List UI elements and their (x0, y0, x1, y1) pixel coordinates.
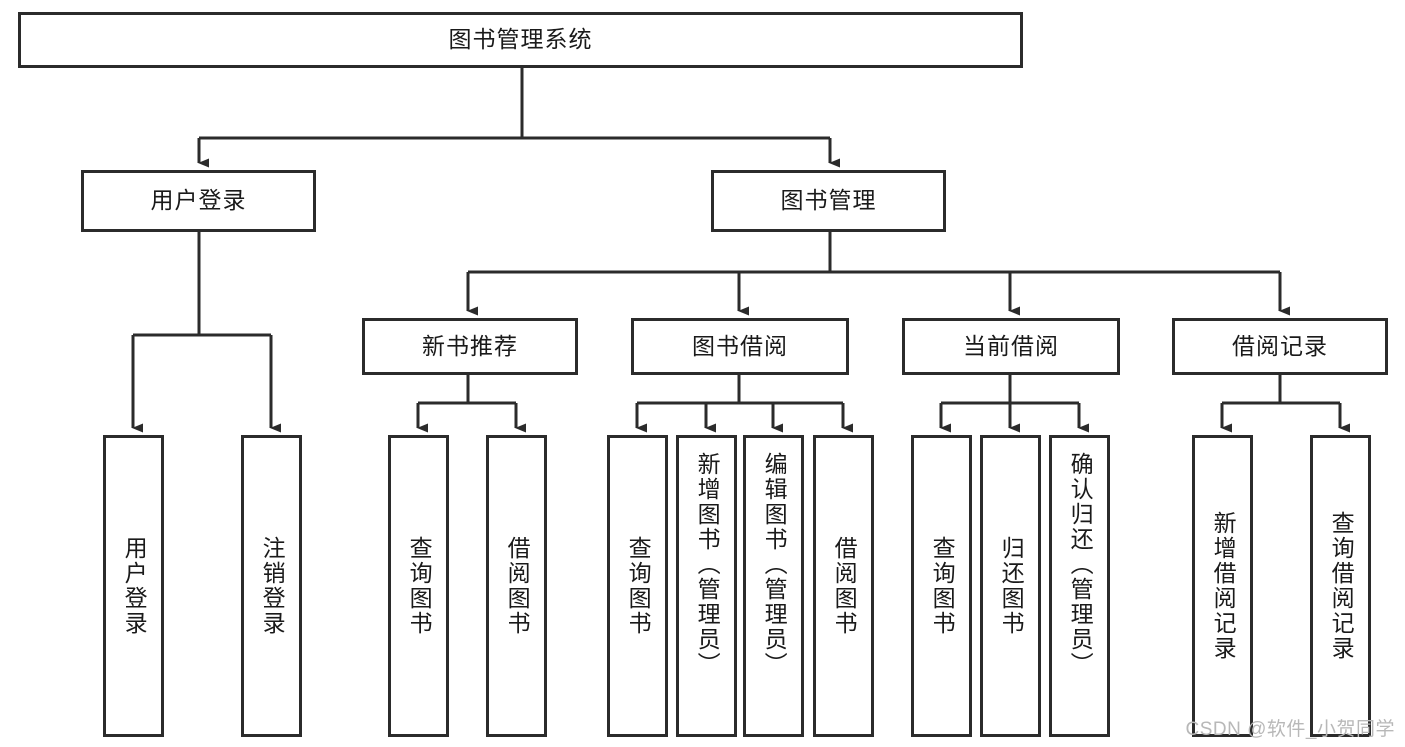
node-leaf-add-record-label: 新增借阅记录 (1210, 511, 1237, 661)
node-leaf-confirm-return-label: 确认归还（管理员） (1067, 452, 1094, 677)
node-leaf-borrow-book-1-label: 借阅图书 (504, 536, 531, 636)
node-leaf-edit-book-label: 编辑图书（管理员） (761, 452, 788, 677)
node-leaf-user-login-label: 用户登录 (121, 536, 148, 636)
node-current-borrow[interactable]: 当前借阅 (902, 318, 1120, 375)
node-leaf-query-book-2-label: 查询图书 (625, 536, 652, 636)
node-leaf-user-login[interactable]: 用户登录 (103, 435, 164, 737)
node-book-management[interactable]: 图书管理 (711, 170, 946, 232)
node-leaf-return-book-label: 归还图书 (998, 536, 1025, 636)
node-new-book-recommend-label: 新书推荐 (422, 332, 518, 359)
node-borrow-record[interactable]: 借阅记录 (1172, 318, 1388, 375)
node-leaf-query-book-1[interactable]: 查询图书 (388, 435, 449, 737)
node-leaf-edit-book[interactable]: 编辑图书（管理员） (743, 435, 804, 737)
node-leaf-query-book-3-label: 查询图书 (929, 536, 956, 636)
node-leaf-query-book-2[interactable]: 查询图书 (607, 435, 668, 737)
node-leaf-add-book[interactable]: 新增图书（管理员） (676, 435, 737, 737)
node-user-login[interactable]: 用户登录 (81, 170, 316, 232)
node-leaf-add-record[interactable]: 新增借阅记录 (1192, 435, 1253, 737)
node-current-borrow-label: 当前借阅 (963, 332, 1059, 359)
node-leaf-return-book[interactable]: 归还图书 (980, 435, 1041, 737)
node-leaf-logout-label: 注销登录 (259, 536, 286, 636)
node-leaf-borrow-book-2-label: 借阅图书 (831, 536, 858, 636)
csdn-watermark: CSDN @软件_小贺同学 (1185, 719, 1395, 740)
node-leaf-query-record[interactable]: 查询借阅记录 (1310, 435, 1371, 737)
node-book-management-label: 图书管理 (780, 187, 877, 214)
node-borrow-record-label: 借阅记录 (1232, 332, 1328, 359)
node-leaf-logout[interactable]: 注销登录 (241, 435, 302, 737)
node-leaf-query-book-3[interactable]: 查询图书 (911, 435, 972, 737)
node-new-book-recommend[interactable]: 新书推荐 (362, 318, 578, 375)
node-book-borrow-label: 图书借阅 (692, 332, 788, 359)
node-leaf-query-book-1-label: 查询图书 (406, 536, 433, 636)
node-leaf-add-book-label: 新增图书（管理员） (694, 452, 721, 677)
node-leaf-borrow-book-1[interactable]: 借阅图书 (486, 435, 547, 737)
node-leaf-confirm-return[interactable]: 确认归还（管理员） (1049, 435, 1110, 737)
node-leaf-query-record-label: 查询借阅记录 (1328, 511, 1355, 661)
node-leaf-borrow-book-2[interactable]: 借阅图书 (813, 435, 874, 737)
node-user-login-label: 用户登录 (150, 187, 247, 214)
node-root-system[interactable]: 图书管理系统 (18, 12, 1023, 68)
node-root-label: 图书管理系统 (448, 26, 593, 53)
node-book-borrow[interactable]: 图书借阅 (631, 318, 849, 375)
